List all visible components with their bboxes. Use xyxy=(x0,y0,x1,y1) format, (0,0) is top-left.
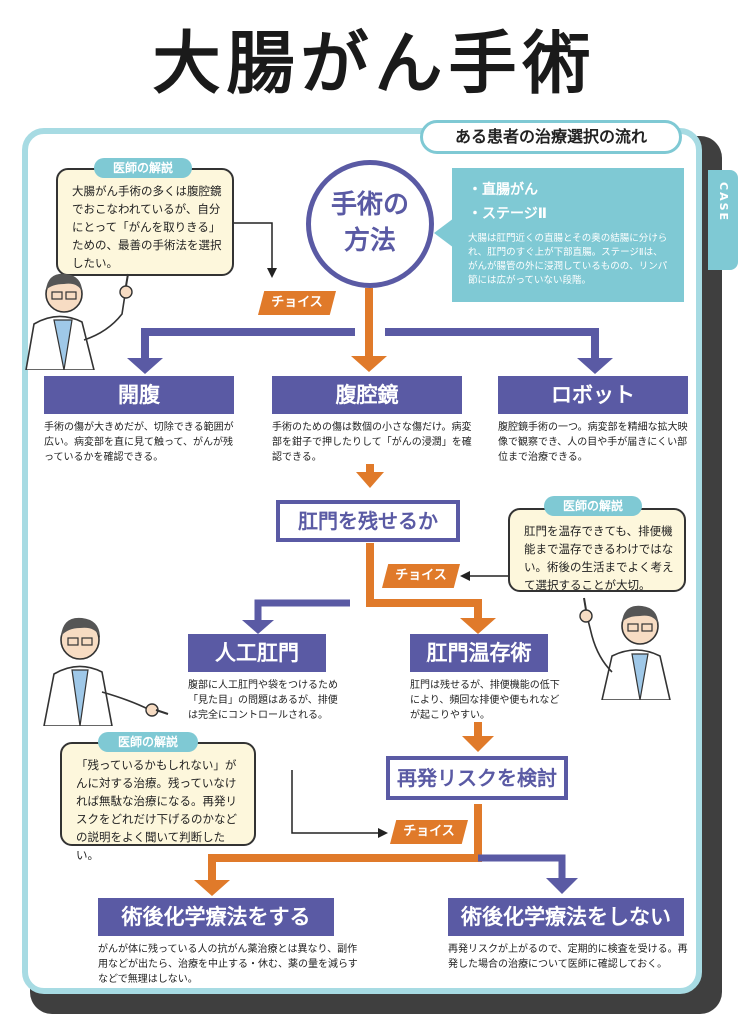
arrow-down-icon xyxy=(194,880,230,896)
doctor-illustration xyxy=(25,273,133,370)
doctor-bubble-1: 大腸がん手術の多くは腹腔鏡でおこなわれているが、自分にとって「がんを取りきる」た… xyxy=(56,168,234,276)
arrow-down-icon xyxy=(577,358,613,374)
doctor-tag-1: 医師の解説 xyxy=(94,158,192,178)
panel-header-tag: ある患者の治療選択の流れ xyxy=(420,120,682,154)
arrow-down-icon xyxy=(242,620,274,634)
doctor-bubble-3: 「残っているかもしれない」がんに対する治療。残っていなければ無駄な治療になる。再… xyxy=(60,742,256,862)
doctor-tag-3: 医師の解説 xyxy=(98,732,198,752)
case-info-pointer xyxy=(434,218,454,248)
option-adjuvant-chemo-desc: がんが体に残っている人の抗がん薬治療とは異なり、副作用などが出たら、治療を中止す… xyxy=(98,944,358,985)
arrow-down-icon xyxy=(546,878,578,894)
arrow-down-icon xyxy=(462,736,494,752)
connector-left-3 xyxy=(208,804,482,886)
doctor-bubble-2: 肛門を温存できても、排便機能まで温存できるわけではない。術後の生活までよく考えて… xyxy=(508,508,686,592)
doctor-illustration xyxy=(579,597,671,700)
choice-label-3: チョイス xyxy=(390,820,468,844)
method-line1: 手術の xyxy=(330,190,409,220)
arrow-down-icon xyxy=(460,618,496,634)
option-stoma-desc: 腹部に人工肛門や袋をつけるため「見た目」の問題はあるが、排便は完全にコントロール… xyxy=(188,680,338,721)
connector-right-1 xyxy=(385,328,599,362)
bubble-1-text: 大腸がん手術の多くは腹腔鏡でおこなわれているが、自分にとって「がんを取りきる」た… xyxy=(72,184,222,270)
option-laparoscopy: 腹腔鏡 xyxy=(272,376,462,414)
doctor-illustration xyxy=(43,617,169,726)
connector-right-2 xyxy=(366,543,482,626)
connector-left-2 xyxy=(254,599,350,626)
pointer-arrow-icon xyxy=(267,268,277,278)
bubble-2-text: 肛門を温存できても、排便機能まで温存できるわけではない。術後の生活までよく考えて… xyxy=(524,524,674,592)
question-preserve-anus: 肛門を残せるか xyxy=(276,500,460,542)
option-robot: ロボット xyxy=(498,376,688,414)
option-no-chemo-desc: 再発リスクが上がるので、定期的に検査を受ける。再発した場合の治療について医師に確… xyxy=(448,944,688,970)
option-laparoscopy-desc: 手術のための傷は数個の小さな傷だけ。病変部を鉗子で押したりして「がんの浸潤」を確… xyxy=(272,422,472,463)
option-stoma: 人工肛門 xyxy=(188,634,326,672)
option-no-chemo: 術後化学療法をしない xyxy=(448,898,684,936)
pointer-line-3 xyxy=(291,770,380,834)
option-anus-preservation: 肛門温存術 xyxy=(410,634,548,672)
bubble-3-text: 「残っているかもしれない」がんに対する治療。残っていなければ無駄な治療になる。再… xyxy=(76,758,237,862)
case-tab: CASE xyxy=(708,170,738,270)
pointer-line-1 xyxy=(232,222,273,272)
case-diagnosis: ・直腸がん xyxy=(468,182,538,198)
option-adjuvant-chemo: 術後化学療法をする xyxy=(98,898,334,936)
doctor-tag-2: 医師の解説 xyxy=(544,496,642,516)
option-robot-desc: 腹腔鏡手術の一つ。病変部を精細な拡大映像で観察でき、人の目や手が届きにくい部位ま… xyxy=(498,422,688,463)
pointer-arrow-icon xyxy=(460,571,470,581)
case-tab-label: CASE xyxy=(717,182,730,223)
method-circle: 手術の 方法 xyxy=(306,160,434,288)
option-open-surgery-desc: 手術の傷が大きめだが、切除できる範囲が広い。病変部を直に見て触って、がんが残って… xyxy=(44,422,234,463)
choice-label-2: チョイス xyxy=(382,564,460,588)
pointer-arrow-icon xyxy=(378,828,388,838)
connector-left-1 xyxy=(141,328,355,362)
arrow-down-icon xyxy=(351,356,387,372)
method-line2: 方法 xyxy=(343,226,396,256)
page-title: 大腸がん手術 xyxy=(152,25,597,104)
case-info-box: ・直腸がん ・ステージⅡ 大腸は肛門近くの直腸とその奥の結腸に分けられ、肛門のす… xyxy=(452,168,684,302)
arrow-down-icon xyxy=(356,472,384,488)
question-recurrence-risk: 再発リスクを検討 xyxy=(386,756,568,800)
connector-right-3 xyxy=(478,854,566,882)
option-anus-preservation-desc: 肛門は残せるが、排便機能の低下により、頻回な排便や便もれなどが起こりやすい。 xyxy=(410,680,560,721)
case-description: 大腸は肛門近くの直腸とその奥の結腸に分けられ、肛門のすぐ上が下部直腸。ステージⅡ… xyxy=(468,233,668,286)
choice-label-1: チョイス xyxy=(258,291,336,315)
arrow-down-icon xyxy=(127,358,163,374)
option-open-surgery: 開腹 xyxy=(44,376,234,414)
case-stage: ・ステージⅡ xyxy=(468,206,547,222)
